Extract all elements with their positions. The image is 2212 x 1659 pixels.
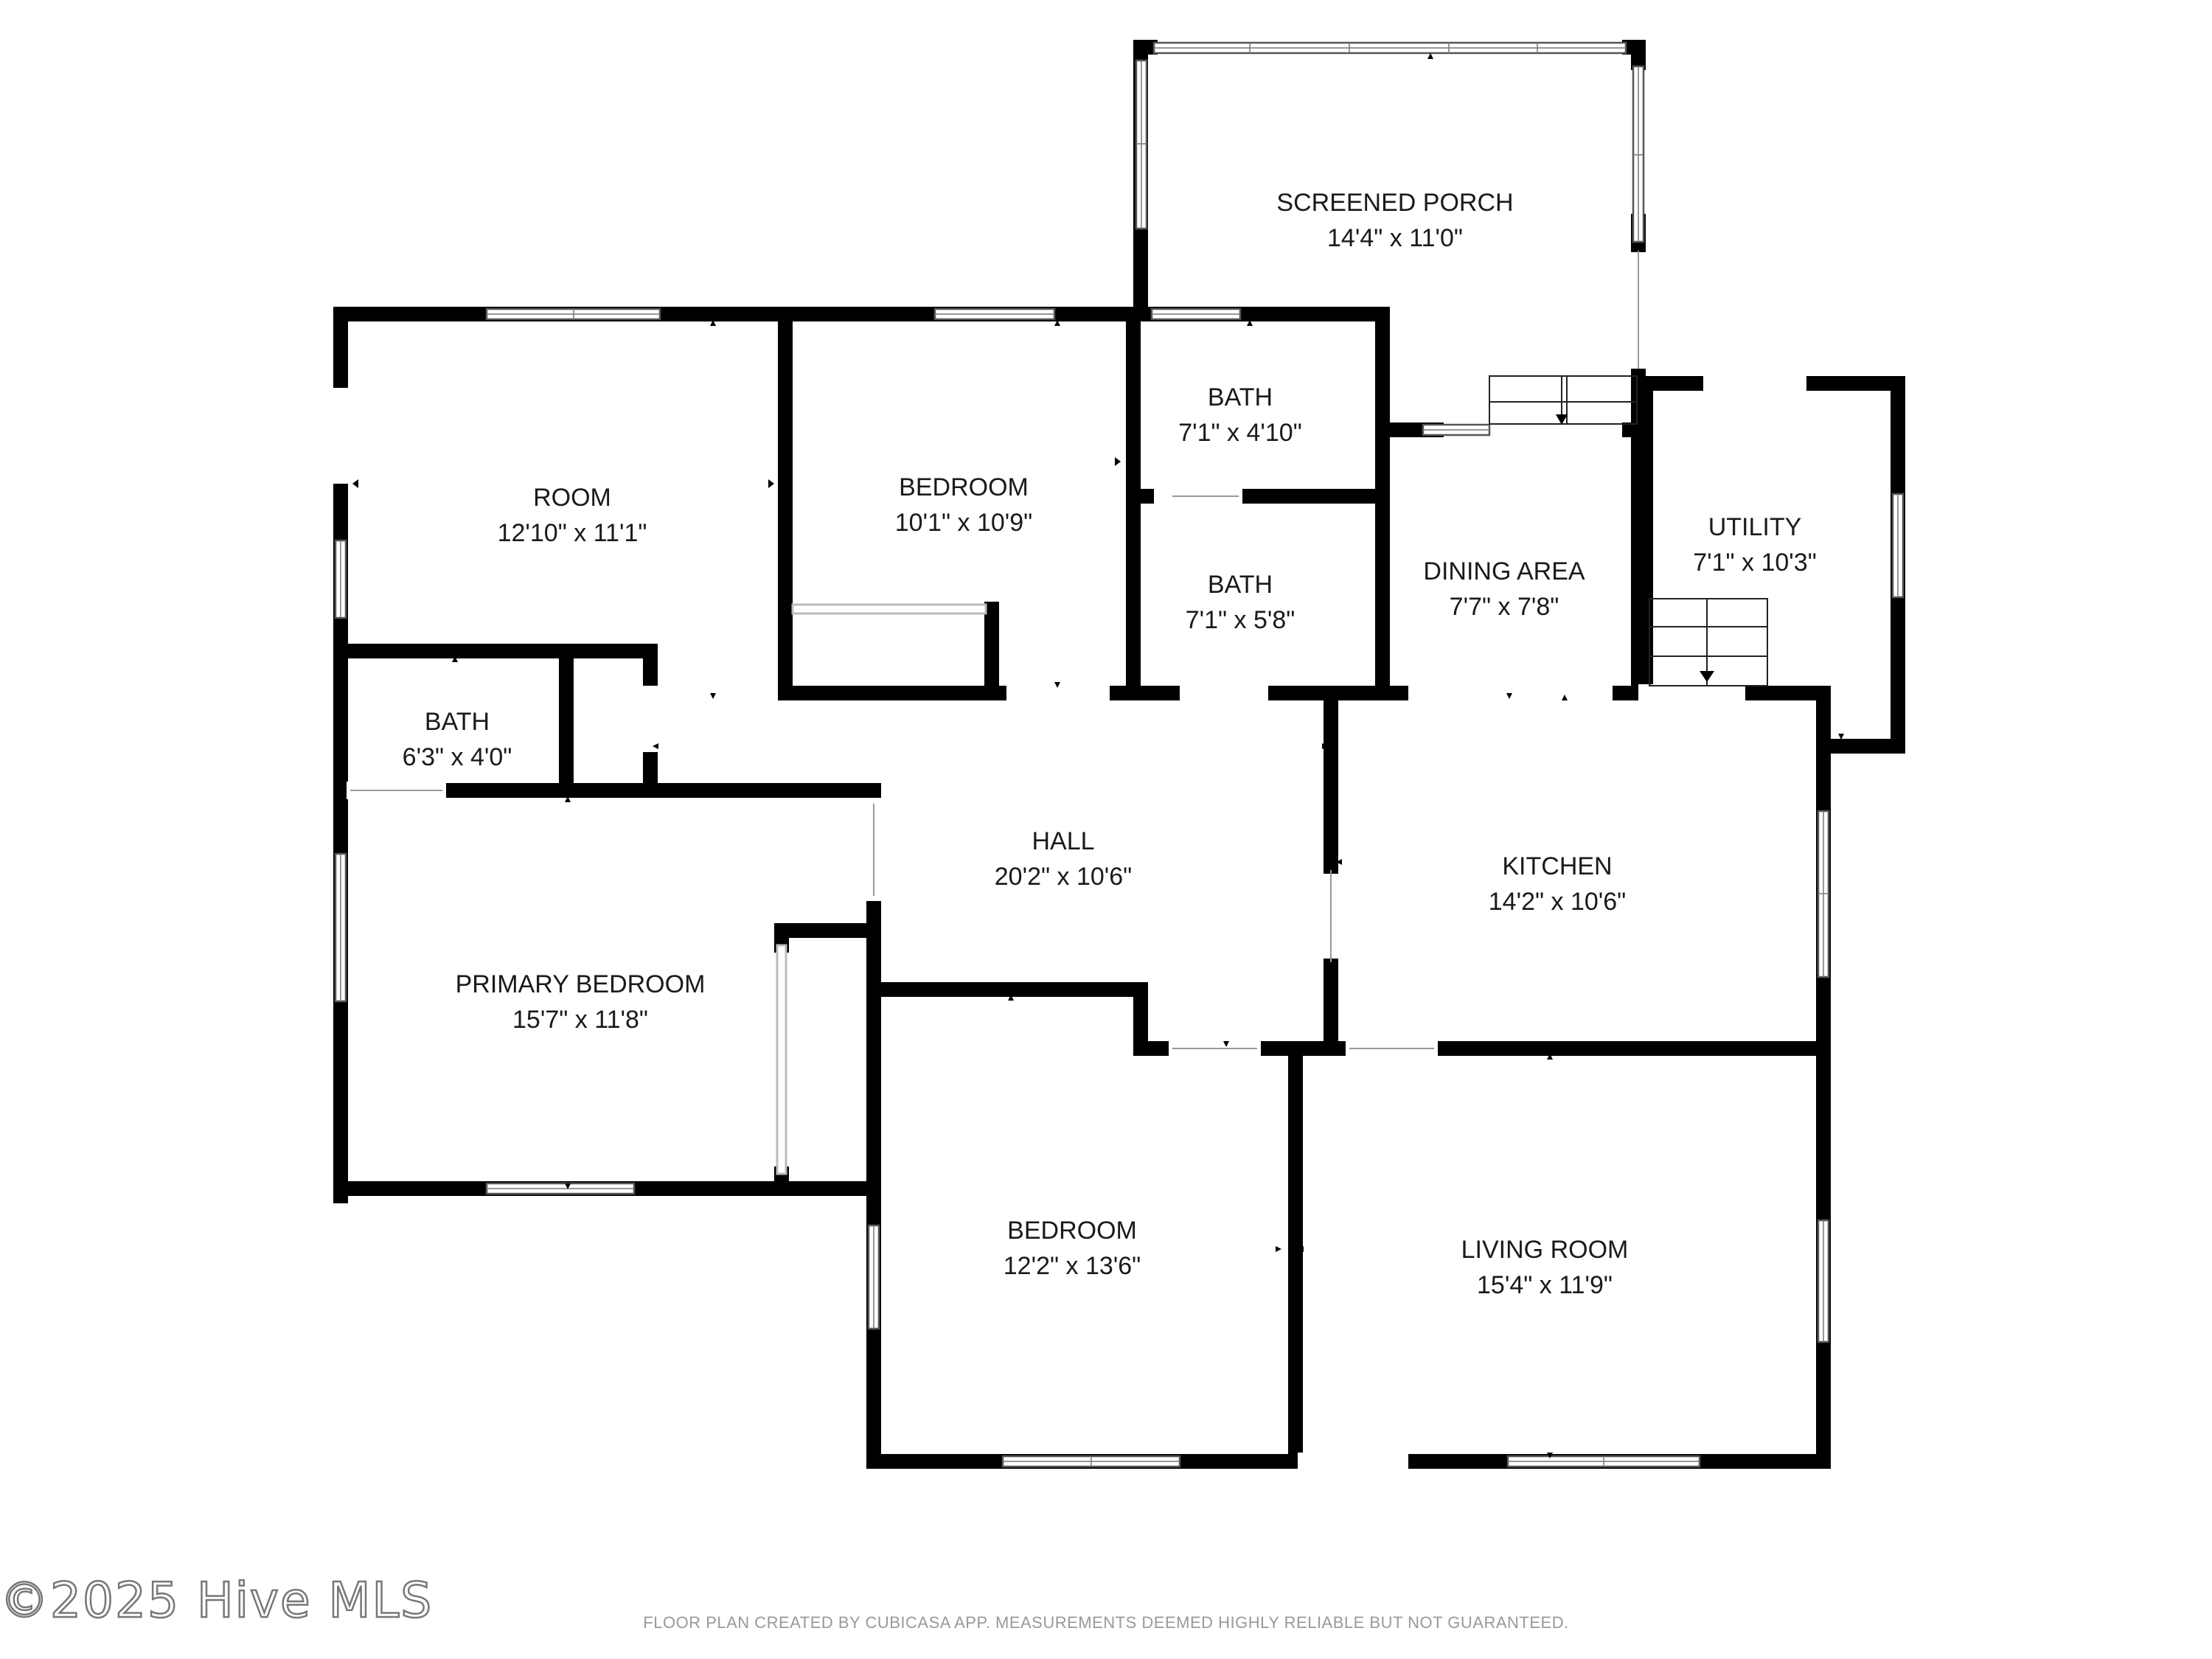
utility-name: UTILITY	[1708, 513, 1802, 541]
windows	[334, 41, 1905, 1468]
kitchen-name: KITCHEN	[1502, 852, 1612, 880]
bedroom-top-name: BEDROOM	[899, 473, 1029, 501]
bath-upper-name: BATH	[1208, 383, 1273, 411]
copyright-watermark: ©2025 Hive MLS	[0, 1571, 434, 1630]
screened-porch-dim: 14'4" x 11'0"	[1327, 224, 1463, 252]
bath-lower-dim: 7'1" x 5'8"	[1186, 606, 1295, 634]
measurement-markers	[352, 53, 1844, 1458]
living-room-name: LIVING ROOM	[1461, 1236, 1629, 1264]
bedroom-closet	[791, 603, 987, 615]
primary-bedroom-dim: 15'7" x 11'8"	[512, 1006, 648, 1034]
primary-closet	[776, 944, 787, 1175]
bath-left-name: BATH	[425, 708, 490, 736]
openings	[332, 251, 1806, 1470]
bedroom-bottom-dim: 12'2" x 13'6"	[1004, 1252, 1141, 1280]
bath-lower-name: BATH	[1208, 571, 1273, 599]
utility-dim: 7'1" x 10'3"	[1693, 549, 1817, 577]
room-name: ROOM	[533, 484, 611, 512]
disclaimer-text: FLOOR PLAN CREATED BY CUBICASA APP. MEAS…	[643, 1613, 1569, 1632]
hall-name: HALL	[1032, 827, 1094, 855]
porch-stairs	[1489, 375, 1638, 425]
bedroom-bottom-name: BEDROOM	[1007, 1217, 1137, 1245]
hall-dim: 20'2" x 10'6"	[995, 863, 1132, 891]
dining-area-dim: 7'7" x 7'8"	[1450, 593, 1559, 621]
living-room-dim: 15'4" x 11'9"	[1477, 1271, 1613, 1299]
bedroom-top-dim: 10'1" x 10'9"	[895, 509, 1032, 537]
bath-left-dim: 6'3" x 4'0"	[403, 743, 512, 771]
room-dim: 12'10" x 11'1"	[498, 519, 647, 547]
dining-area-name: DINING AREA	[1423, 557, 1585, 585]
screened-porch-name: SCREENED PORCH	[1276, 189, 1513, 217]
room-labels: SCREENED PORCH 14'4" x 11'0" ROOM 12'10"…	[403, 189, 1817, 1299]
kitchen-dim: 14'2" x 10'6"	[1489, 888, 1626, 916]
bath-upper-dim: 7'1" x 4'10"	[1178, 419, 1302, 447]
walls	[333, 40, 1905, 1469]
utility-stairs	[1649, 598, 1768, 686]
primary-bedroom-name: PRIMARY BEDROOM	[456, 970, 706, 998]
